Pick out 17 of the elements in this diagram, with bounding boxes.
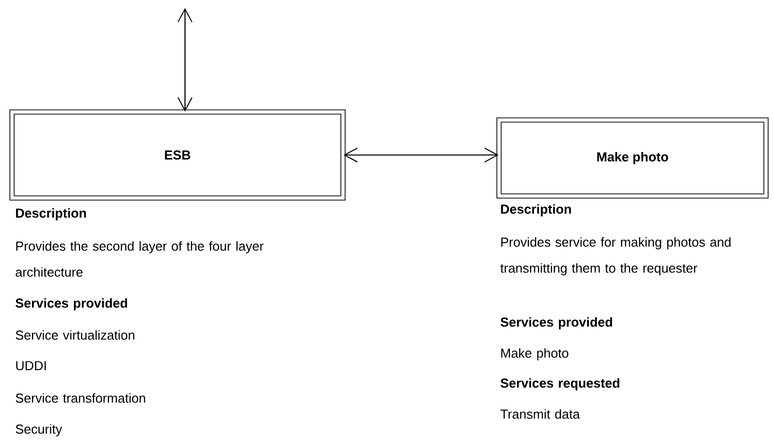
section-heading: Services provided xyxy=(16,298,128,310)
section-heading: Services provided xyxy=(500,317,612,330)
description-text: UDDI xyxy=(16,361,46,370)
arrow xyxy=(343,148,499,162)
section-heading: Description xyxy=(501,204,571,216)
description-text: Make photo xyxy=(501,348,568,360)
section-heading: Description xyxy=(16,208,86,220)
description-text: Service transformation xyxy=(16,393,146,403)
section-heading: Services requested xyxy=(500,378,620,390)
description-text: Provides the second layer of the four layer architecture xyxy=(16,241,264,277)
description-text: Transmit data xyxy=(500,409,580,419)
description-text: Provides service for making photos and transmitting them to the requester xyxy=(500,237,731,276)
description-text: Service virtualization xyxy=(16,330,134,340)
service-box: ESB xyxy=(9,109,346,201)
arrow xyxy=(178,8,192,112)
description-text: Security xyxy=(16,424,62,436)
service-box: Make photo xyxy=(496,117,769,199)
